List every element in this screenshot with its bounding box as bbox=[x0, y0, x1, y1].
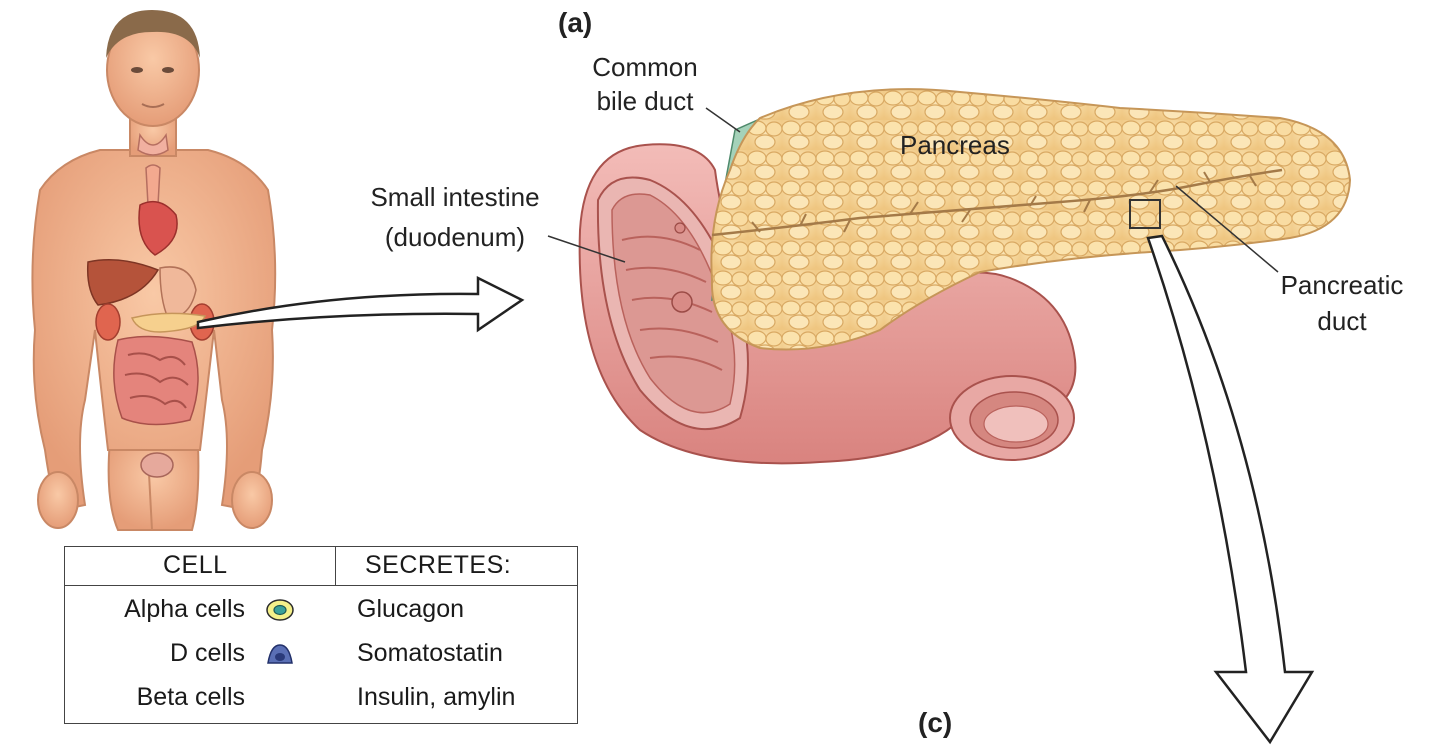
header-divider bbox=[335, 547, 336, 585]
column-header-secretes: SECRETES: bbox=[365, 551, 511, 580]
label-small-intestine-line1: Small intestine bbox=[340, 182, 570, 212]
label-common-bile-duct-line2: bile duct bbox=[570, 86, 720, 116]
table-row: Alpha cells Glucagon bbox=[65, 589, 577, 633]
cell-secretion-table: CELL SECRETES: Alpha cells Glucagon D ce… bbox=[64, 546, 578, 724]
secretion: Insulin, amylin bbox=[357, 683, 515, 712]
panel-label-c: (c) bbox=[918, 708, 952, 738]
cell-name: Beta cells bbox=[137, 683, 245, 712]
table-row: D cells Somatostatin bbox=[65, 633, 577, 677]
human-body-figure bbox=[32, 10, 275, 530]
column-header-cell: CELL bbox=[163, 551, 228, 580]
cell-name: Alpha cells bbox=[124, 595, 245, 624]
table-row: Beta cells Insulin, amylin bbox=[65, 677, 577, 721]
label-pancreatic-duct-line2: duct bbox=[1262, 306, 1422, 336]
cell-name: D cells bbox=[170, 639, 245, 668]
secretion: Somatostatin bbox=[357, 639, 503, 668]
secretion: Glucagon bbox=[357, 595, 464, 624]
label-common-bile-duct-line1: Common bbox=[570, 52, 720, 82]
label-small-intestine-line2: (duodenum) bbox=[340, 222, 570, 252]
label-pancreas: Pancreas bbox=[900, 130, 1010, 160]
d-cell-icon bbox=[265, 641, 295, 667]
label-pancreatic-duct-line1: Pancreatic bbox=[1262, 270, 1422, 300]
alpha-cell-icon bbox=[265, 597, 295, 623]
panel-label-a: (a) bbox=[558, 8, 592, 38]
